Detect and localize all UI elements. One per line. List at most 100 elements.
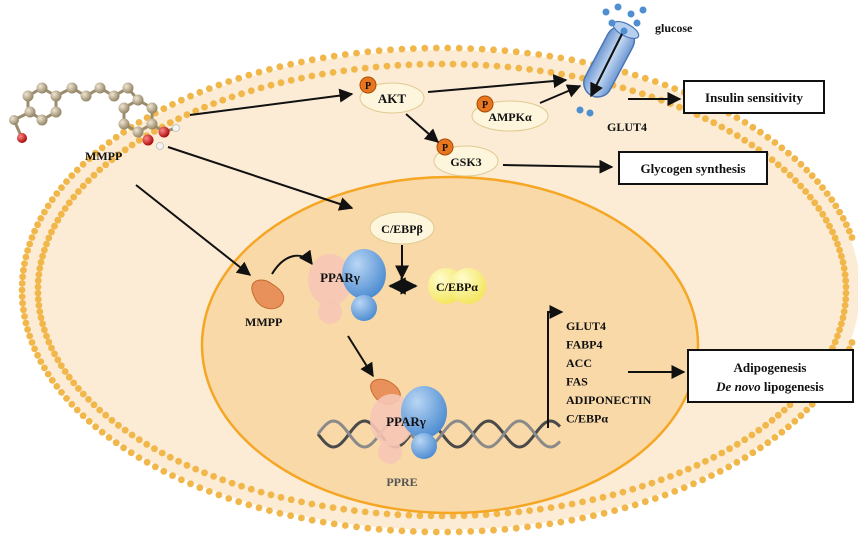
lipid-head <box>41 246 48 254</box>
lipid-head <box>387 46 394 54</box>
lipid-head <box>329 504 337 511</box>
lipid-head <box>247 485 255 493</box>
lipid-head <box>235 74 243 82</box>
gene-item: GLUT4 <box>566 319 606 333</box>
lipid-head <box>699 476 706 484</box>
gene-item: ACC <box>566 356 592 370</box>
lipid-head <box>791 155 799 163</box>
cebpb-label: C/EBPβ <box>381 222 423 236</box>
lipid-head <box>629 485 637 493</box>
lipid-head <box>319 502 326 510</box>
lipid-head <box>43 332 50 340</box>
lipid-head <box>839 215 847 222</box>
lipid-head <box>21 313 28 320</box>
lipid-head <box>848 234 856 241</box>
lipid-head <box>108 416 116 424</box>
lipid-head <box>791 417 799 425</box>
lipid-head <box>409 45 417 52</box>
lipid-head <box>79 160 87 168</box>
oxygen-atom <box>158 126 170 138</box>
lipid-head <box>39 320 46 328</box>
lipid-head <box>600 509 608 517</box>
lipid-head <box>245 71 253 79</box>
lipid-head <box>836 326 843 334</box>
lipid-head <box>405 61 413 69</box>
phospho-label: P <box>482 100 488 111</box>
lipid-head <box>501 525 509 533</box>
lipid-head <box>215 491 223 499</box>
lipid-head <box>841 302 849 309</box>
lipid-head <box>276 509 284 517</box>
lipid-head <box>843 221 850 229</box>
lipid-head <box>34 295 42 303</box>
lipid-head <box>842 277 850 285</box>
lipid-head <box>839 258 847 266</box>
lipid-head <box>39 252 46 260</box>
arrow-mmpp-into-cell <box>135 184 252 276</box>
lipid-head <box>341 522 349 529</box>
lipid-head <box>276 63 284 71</box>
mmpp-outside-label: MMPP <box>85 149 122 163</box>
lipid-head <box>319 70 326 78</box>
lipid-head <box>330 520 338 528</box>
lipid-head <box>308 500 316 508</box>
lipid-head <box>183 111 191 119</box>
lipid-head <box>667 100 674 107</box>
lipid-head <box>764 133 772 141</box>
lipid-head <box>175 457 183 465</box>
lipid-head <box>20 306 27 314</box>
lipid-head <box>671 488 679 495</box>
lipid-head <box>398 527 406 535</box>
lipid-head <box>308 516 316 524</box>
lipid-head <box>690 480 697 488</box>
lipid-head <box>802 188 809 195</box>
lipid-head <box>41 208 48 216</box>
lipid-head <box>828 196 836 204</box>
lipid-head <box>68 172 76 180</box>
lipid-head <box>671 85 679 92</box>
lipid-head <box>680 484 688 492</box>
lipid-head <box>460 60 468 68</box>
lipid-head <box>826 222 833 230</box>
lipid-head <box>589 496 597 504</box>
lipid-head <box>797 160 805 168</box>
lipid-head <box>18 286 26 294</box>
lipid-head <box>267 81 275 89</box>
lipid-head <box>90 171 98 179</box>
lipid-head <box>57 362 65 370</box>
lipid-head <box>710 119 718 127</box>
gene-item: C/EBPα <box>566 412 608 426</box>
lipid-head <box>639 482 646 490</box>
lipid-head <box>842 283 850 291</box>
lipid-head <box>79 412 87 420</box>
lipid-head <box>444 44 452 52</box>
lipid-head <box>96 166 104 174</box>
lipid-head <box>160 105 168 113</box>
lipid-head <box>515 64 523 72</box>
lipid-head <box>785 423 792 431</box>
lipid-head <box>702 115 709 123</box>
lipid-head <box>151 127 158 135</box>
lipid-head <box>102 411 110 419</box>
lipid-head <box>75 385 82 392</box>
lipid-head <box>536 67 544 75</box>
lipid-head <box>108 156 116 164</box>
lipid-head <box>178 96 185 104</box>
lipid-head <box>786 171 794 179</box>
lipid-head <box>838 320 845 328</box>
lipid-head <box>372 63 380 71</box>
lipid-head <box>676 469 683 477</box>
phospho-badge-ampk <box>476 95 494 113</box>
lipid-head <box>383 510 391 518</box>
lipid-head <box>819 184 826 192</box>
lipid-head <box>19 299 26 307</box>
lipid-head <box>245 501 253 509</box>
lipid-head <box>196 88 204 96</box>
oxygen-atom <box>142 134 154 146</box>
lipid-head <box>535 522 543 529</box>
lipid-head <box>478 45 486 53</box>
cebpb-node: C/EBPβ <box>369 211 435 245</box>
insulin-sensitivity-label: Insulin sensitivity <box>705 90 803 105</box>
glut4-membrane-label: GLUT4 <box>607 120 647 134</box>
lipid-head <box>70 193 78 201</box>
